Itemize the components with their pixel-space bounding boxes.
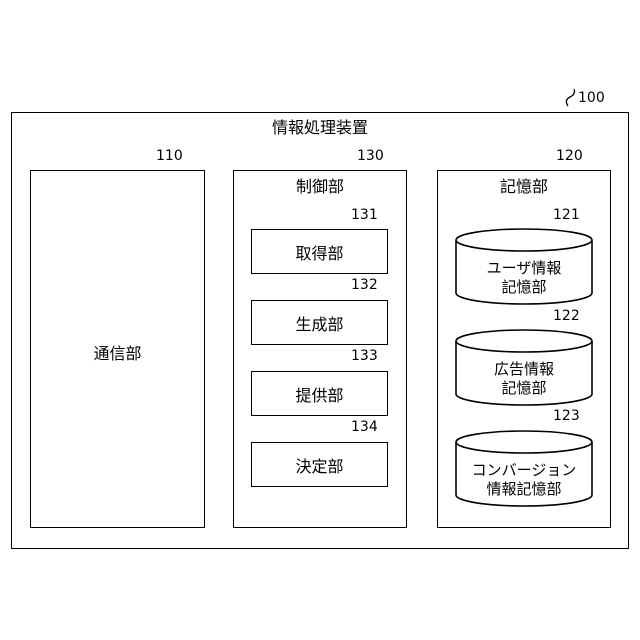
ad-info-db-label: 広告情報 記憶部 (456, 360, 592, 398)
conversion-info-db-line1: コンバージョン (456, 461, 592, 480)
conversion-info-db-ref: 123 (553, 408, 580, 424)
conversion-info-db-label: コンバージョン 情報記憶部 (456, 461, 592, 499)
conversion-info-db-line2: 情報記憶部 (456, 480, 592, 499)
ad-info-db-line2: 記憶部 (456, 379, 592, 398)
user-info-db-ref: 121 (553, 207, 580, 223)
user-info-db-line2: 記憶部 (456, 278, 592, 297)
user-info-db-label: ユーザ情報 記憶部 (456, 259, 592, 297)
user-info-db-line1: ユーザ情報 (456, 259, 592, 278)
ad-info-db-line1: 広告情報 (456, 360, 592, 379)
ad-info-db-ref: 122 (553, 308, 580, 324)
